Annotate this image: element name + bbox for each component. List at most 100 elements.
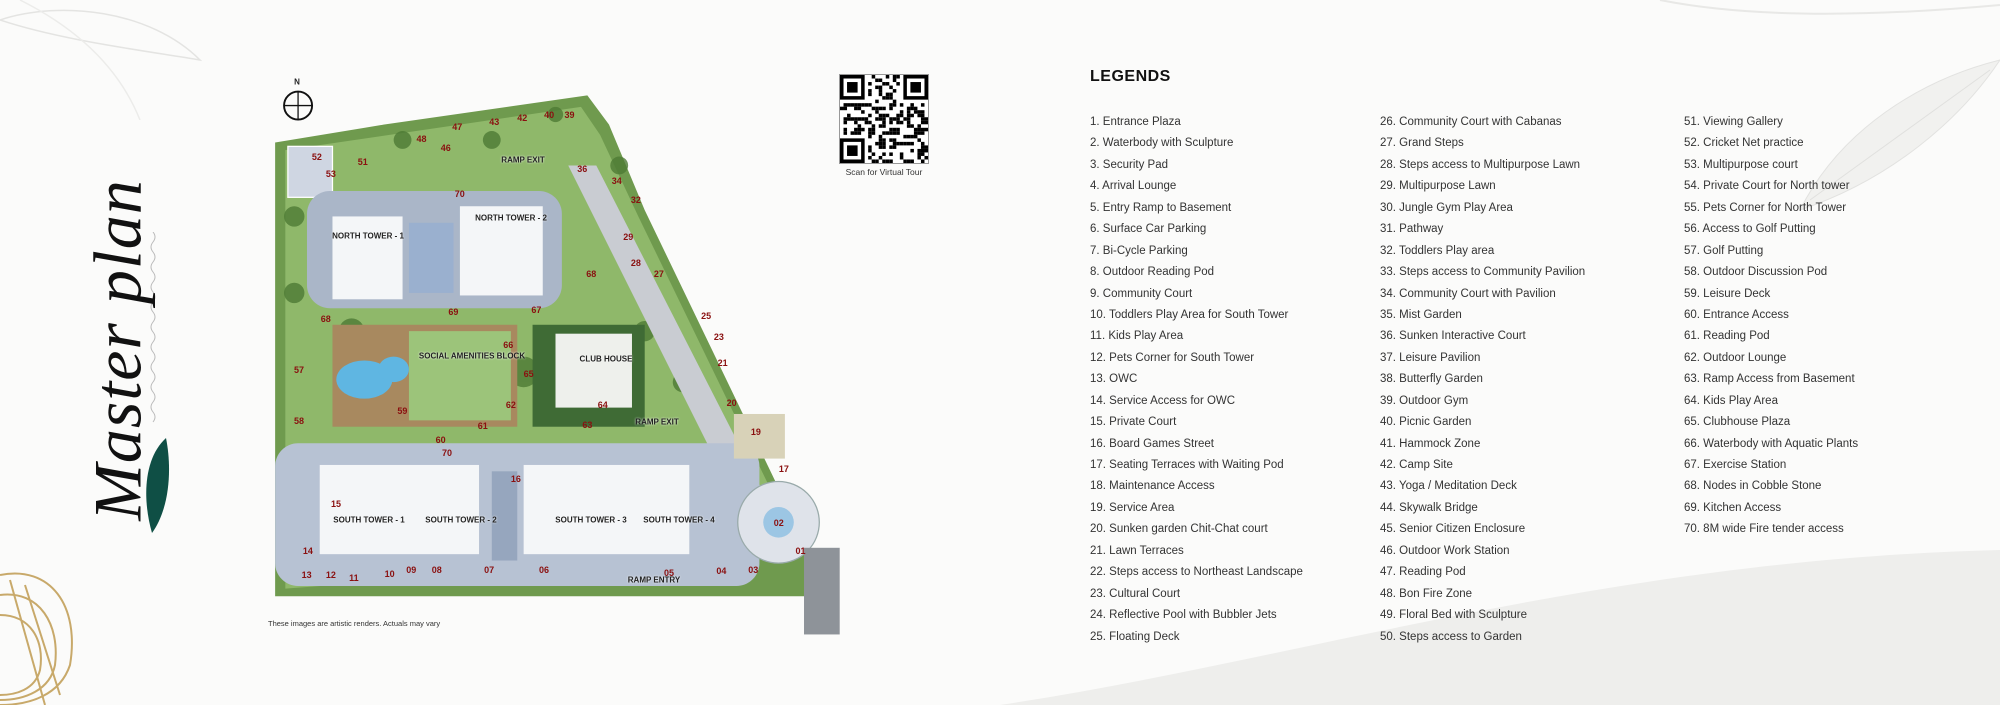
swoosh-decoration-bottom-right: [1000, 550, 2000, 705]
map-marker: 12: [325, 570, 336, 581]
legend-item: 59. Leisure Deck: [1684, 287, 1771, 300]
legend-item: 27. Grand Steps: [1380, 137, 1464, 150]
label-north-tower-2: NORTH TOWER - 2: [475, 213, 547, 223]
legend-item: 36. Sunken Interactive Court: [1380, 330, 1526, 343]
map-marker: 01: [795, 545, 806, 556]
map-marker: 68: [320, 313, 331, 324]
map-marker: 23: [713, 331, 724, 342]
label-south-tower-2: SOUTH TOWER - 2: [425, 515, 497, 525]
legend-item: 40. Picnic Garden: [1380, 416, 1472, 429]
legend-item: 56. Access to Golf Putting: [1684, 223, 1816, 236]
legend-item: 64. Kids Play Area: [1684, 394, 1778, 407]
legend-item: 53. Multipurpose court: [1684, 158, 1798, 171]
site-plan-drawing: [275, 90, 840, 635]
legend-item: 17. Seating Terraces with Waiting Pod: [1090, 459, 1284, 471]
map-marker: 13: [301, 570, 312, 581]
legend-item: 5. Entry Ramp to Basement: [1090, 201, 1232, 214]
legend-item: 62. Outdoor Lounge: [1684, 351, 1787, 364]
map-marker: 70: [442, 447, 453, 458]
map-marker: 19: [750, 427, 761, 438]
label-ramp-exit: RAMP EXIT: [635, 417, 679, 427]
legend-item: 44. Skywalk Bridge: [1380, 501, 1478, 514]
legend-title: LEGENDS: [1090, 68, 1171, 85]
label-south-tower-4: SOUTH TOWER - 4: [643, 515, 715, 525]
qr-code-icon: [840, 75, 928, 163]
legend-item: 37. Leisure Pavilion: [1380, 351, 1481, 364]
map-marker: 61: [477, 420, 488, 431]
legend-item: 61. Reading Pod: [1684, 330, 1770, 343]
map-marker: 67: [531, 304, 542, 315]
legend-item: 28. Steps access to Multipurpose Lawn: [1380, 158, 1581, 171]
legend-item: 45. Senior Citizen Enclosure: [1380, 523, 1526, 536]
label-ramp-exit-top: RAMP EXIT: [501, 155, 545, 165]
label-south-tower-1: SOUTH TOWER - 1: [333, 515, 405, 525]
legend-item: 63. Ramp Access from Basement: [1684, 373, 1855, 386]
legend-item: 4. Arrival Lounge: [1090, 180, 1177, 193]
legend-item: 13. OWC: [1090, 373, 1138, 386]
legend-item: 43. Yoga / Meditation Deck: [1380, 480, 1517, 493]
map-marker: 29: [623, 232, 634, 243]
map-marker: 15: [330, 498, 342, 509]
legend-item: 22. Steps access to Northeast Landscape: [1090, 566, 1303, 579]
legend-item: 46. Outdoor Work Station: [1380, 544, 1510, 557]
legend-item: 52. Cricket Net practice: [1684, 137, 1804, 150]
north-compass-icon: [283, 90, 314, 121]
legend-item: 51. Viewing Gallery: [1684, 116, 1783, 128]
legend-item: 48. Bon Fire Zone: [1380, 587, 1473, 600]
legend-item: 54. Private Court for North tower: [1684, 180, 1850, 193]
map-marker: 05: [664, 567, 675, 578]
legend-item: 49. Floral Bed with Sculpture: [1380, 609, 1528, 622]
legend-item: 70. 8M wide Fire tender access: [1684, 523, 1844, 536]
map-marker: 36: [577, 164, 588, 175]
legend-item: 18. Maintenance Access: [1090, 480, 1215, 493]
label-south-tower-3: SOUTH TOWER - 3: [555, 515, 627, 525]
map-marker: 09: [406, 565, 417, 576]
map-marker: 02: [773, 517, 784, 528]
map-marker: 27: [653, 269, 664, 280]
map-marker: 63: [582, 419, 593, 430]
label-ramp-entry: RAMP ENTRY: [627, 575, 681, 585]
label-north-tower-1: NORTH TOWER - 1: [332, 231, 404, 241]
map-marker: 21: [717, 358, 728, 369]
legend-item: 57. Golf Putting: [1684, 244, 1764, 257]
legend-item: 23. Cultural Court: [1090, 587, 1181, 600]
map-marker: 16: [510, 474, 521, 485]
legend-column-3: 51. Viewing Gallery 52. Cricket Net pract…: [1684, 114, 1858, 543]
gold-leaf-decoration: [0, 572, 73, 705]
leaf-decoration-top-left: [0, 0, 203, 120]
map-marker: 66: [503, 340, 514, 351]
legend-item: 34. Community Court with Pavilion: [1380, 287, 1556, 300]
map-marker: 17: [778, 464, 789, 475]
map-marker: 57: [293, 364, 305, 375]
master-plan-map: N NORTH TOWER - 1 NORTH TOWER - 2 SOCIAL…: [262, 78, 849, 637]
disclaimer-text: These images are artistic renders. Actua…: [268, 619, 441, 628]
legend-item: 30. Jungle Gym Play Area: [1380, 201, 1513, 214]
map-marker: 32: [630, 195, 641, 206]
map-marker: 47: [452, 122, 463, 133]
legend-column-2: 26. Community Court with Cabanas 27. Gran…: [1380, 114, 1585, 650]
label-social-amenities-block: SOCIAL AMENITIES BLOCK: [418, 351, 526, 361]
legend-item: 66. Waterbody with Aquatic Plants: [1684, 437, 1859, 450]
qr-code[interactable]: [839, 74, 929, 164]
map-marker: 58: [293, 415, 305, 426]
map-marker: 40: [544, 109, 555, 120]
legend-item: 38. Butterfly Garden: [1380, 373, 1483, 386]
legend-item: 58. Outdoor Discussion Pod: [1684, 266, 1828, 279]
map-marker: 08: [431, 565, 442, 576]
label-club-house: CLUB HOUSE: [579, 354, 633, 364]
legend-item: 31. Pathway: [1380, 223, 1444, 236]
map-marker: 59: [397, 405, 408, 416]
legend-item: 33. Steps access to Community Pavilion: [1380, 266, 1586, 279]
legend-item: 26. Community Court with Cabanas: [1380, 116, 1562, 128]
map-marker: 68: [586, 269, 597, 280]
wavy-line-decoration: [150, 232, 156, 423]
legend-item: 35. Mist Garden: [1380, 308, 1462, 321]
map-marker: 46: [440, 142, 451, 153]
map-marker: 10: [384, 568, 395, 579]
map-marker: 06: [538, 565, 550, 576]
qr-caption: Scan for Virtual Tour: [845, 167, 923, 177]
legend-item: 15. Private Court: [1090, 416, 1177, 429]
legend-item: 65. Clubhouse Plaza: [1684, 416, 1791, 429]
map-marker: 52: [311, 151, 322, 162]
legend-item: 2. Waterbody with Sculpture: [1090, 137, 1234, 150]
